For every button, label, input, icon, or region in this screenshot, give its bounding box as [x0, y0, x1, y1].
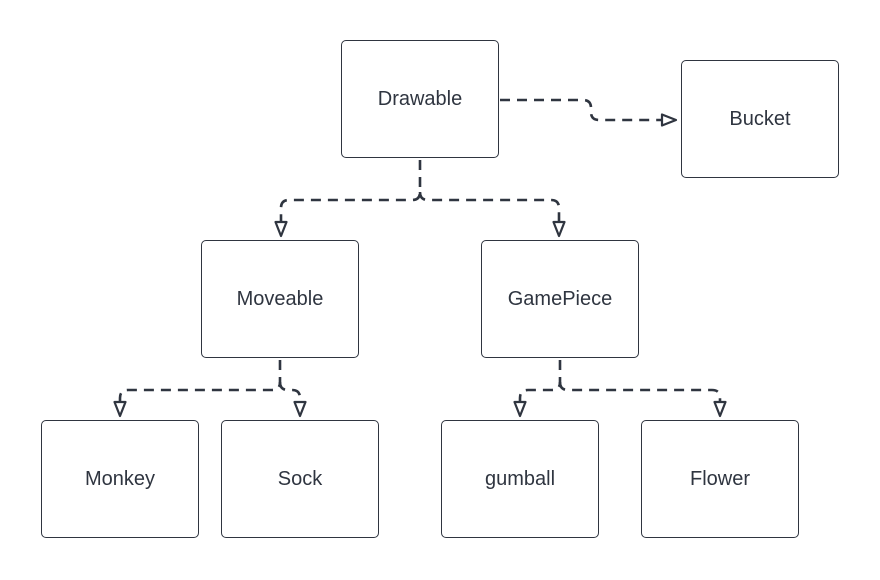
node-bucket: Bucket: [681, 60, 839, 178]
node-moveable: Moveable: [201, 240, 359, 358]
node-gumball: gumball: [441, 420, 599, 538]
node-label: GamePiece: [507, 287, 613, 310]
node-monkey: Monkey: [41, 420, 199, 538]
edge-drawable-bucket: [500, 98, 678, 127]
node-drawable: Drawable: [341, 40, 499, 158]
node-label: Drawable: [377, 87, 463, 110]
node-gamepiece: GamePiece: [481, 240, 639, 358]
edge-drawable-moveable: [274, 160, 422, 238]
node-label: Bucket: [729, 107, 791, 130]
node-label: Monkey: [84, 467, 156, 490]
node-label: gumball: [484, 467, 556, 490]
node-label: Sock: [277, 467, 323, 490]
node-flower: Flower: [641, 420, 799, 538]
node-label: Flower: [689, 467, 750, 490]
edge-gamepiece-gumball: [513, 360, 562, 418]
edge-gamepiece-flower: [558, 381, 727, 418]
edge-moveable-sock: [278, 381, 307, 418]
edge-moveable-monkey: [113, 360, 282, 418]
node-sock: Sock: [221, 420, 379, 538]
node-label: Moveable: [236, 287, 324, 310]
edge-drawable-gamepiece: [418, 191, 566, 238]
